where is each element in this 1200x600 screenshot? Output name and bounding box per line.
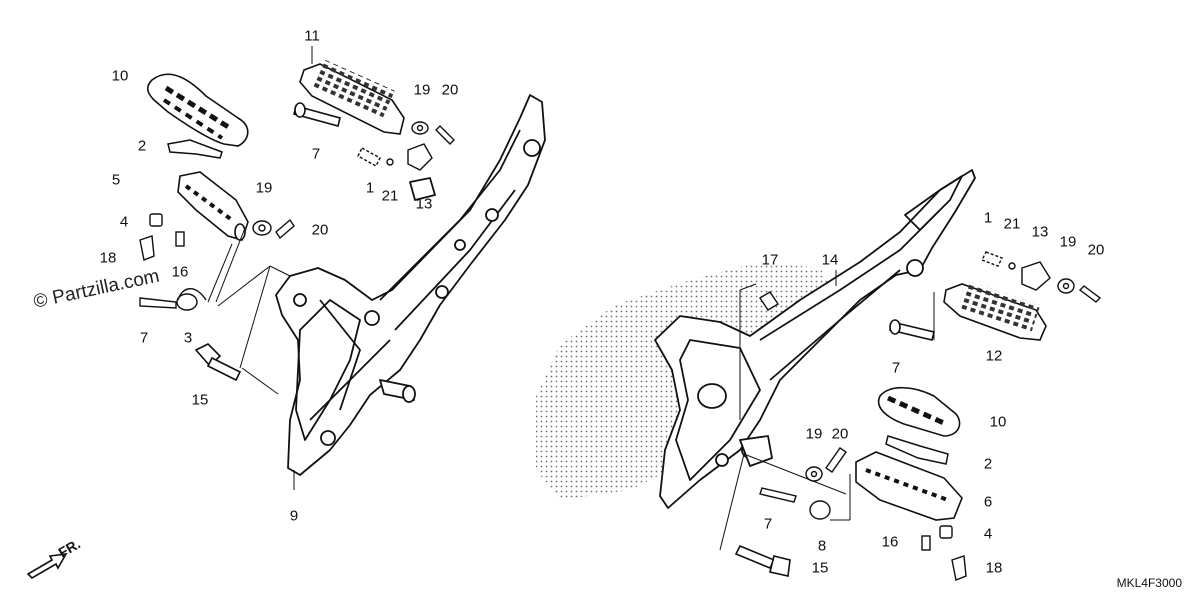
part-label-21: 21 xyxy=(1003,215,1021,233)
right-bolt-15 xyxy=(734,544,791,577)
part-label-15: 15 xyxy=(191,391,209,409)
part-label-3: 3 xyxy=(183,329,193,347)
part-label-4: 4 xyxy=(119,213,129,231)
right-footpeg-rubber xyxy=(877,386,961,437)
part-label-14: 14 xyxy=(821,251,839,269)
left-plate-2 xyxy=(167,139,223,159)
part-label-13: 13 xyxy=(1031,223,1049,241)
part-label-8: 8 xyxy=(817,537,827,555)
upper-hardware xyxy=(357,121,455,171)
part-label-2: 2 xyxy=(137,137,147,155)
part-label-10: 10 xyxy=(989,413,1007,431)
part-label-18: 18 xyxy=(99,249,117,267)
right-step-bracket xyxy=(654,169,976,509)
part-label-19: 19 xyxy=(255,179,273,197)
part-label-10: 10 xyxy=(111,67,129,85)
upper-footpeg-11 xyxy=(293,59,405,135)
right-hardware xyxy=(759,291,967,581)
part-label-16: 16 xyxy=(171,263,189,281)
part-label-4: 4 xyxy=(983,525,993,543)
part-label-20: 20 xyxy=(441,81,459,99)
right-plate-2 xyxy=(885,435,949,465)
part-label-9: 9 xyxy=(289,507,299,525)
part-label-7: 7 xyxy=(311,145,321,163)
left-footpeg-rubber xyxy=(146,73,249,147)
part-label-19: 19 xyxy=(1059,233,1077,251)
part-label-1: 1 xyxy=(983,209,993,227)
part-label-15: 15 xyxy=(811,559,829,577)
part-label-12: 12 xyxy=(985,347,1003,365)
part-label-11: 11 xyxy=(304,27,320,45)
part-label-20: 20 xyxy=(311,221,329,239)
right-footpeg-12 xyxy=(889,280,1047,341)
front-direction-arrow-icon xyxy=(26,553,68,580)
right-footpeg-6 xyxy=(855,451,963,521)
drawing-code: MKL4F3000 xyxy=(1116,576,1182,590)
part-label-13: 13 xyxy=(415,195,433,213)
part-label-7: 7 xyxy=(763,515,773,533)
part-label-17: 17 xyxy=(761,251,779,269)
part-label-1: 1 xyxy=(365,179,375,197)
part-label-5: 5 xyxy=(111,171,121,189)
left-step-bracket xyxy=(275,94,546,476)
part-label-19: 19 xyxy=(805,425,823,443)
part-label-20: 20 xyxy=(831,425,849,443)
part-label-18: 18 xyxy=(985,559,1003,577)
left-bolt-15 xyxy=(194,343,242,382)
part-label-7: 7 xyxy=(139,329,149,347)
part-label-16: 16 xyxy=(881,533,899,551)
left-leader-lines xyxy=(207,46,313,490)
part-label-2: 2 xyxy=(983,455,993,473)
part-label-6: 6 xyxy=(983,493,993,511)
part-label-20: 20 xyxy=(1087,241,1105,259)
left-hardware xyxy=(139,213,295,311)
left-footpeg xyxy=(177,171,249,241)
right-leader-lines xyxy=(719,270,935,551)
part-label-19: 19 xyxy=(413,81,431,99)
part-label-21: 21 xyxy=(381,187,399,205)
right-upper-hardware xyxy=(981,251,1102,303)
part-label-7: 7 xyxy=(891,359,901,377)
